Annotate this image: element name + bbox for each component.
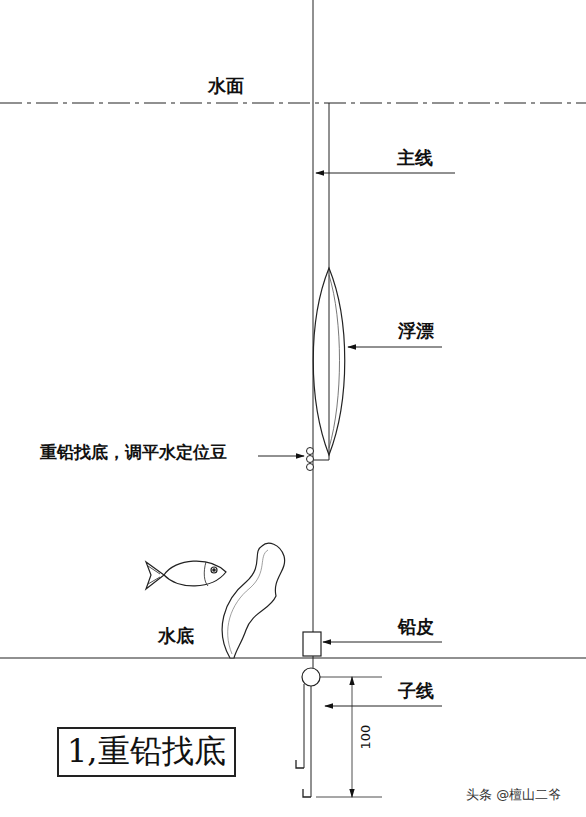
hook	[303, 789, 311, 797]
dimension-line	[352, 677, 353, 797]
swivel	[302, 668, 320, 686]
title-text: 1,重铅找底	[67, 734, 226, 769]
water-bottom-line	[0, 657, 586, 658]
dimension-extension	[316, 797, 382, 798]
water-weed	[228, 550, 268, 654]
stop-bead	[307, 456, 314, 463]
stop-bead	[307, 464, 314, 471]
leader-line	[316, 173, 455, 174]
part-label: 子线	[398, 681, 434, 701]
float	[313, 268, 345, 455]
hook-line	[311, 686, 312, 797]
part-label: 重铅找底，调平水定位豆	[40, 443, 227, 462]
part-label: 主线	[397, 148, 433, 168]
part-label: 浮漂	[398, 321, 434, 341]
fish	[146, 561, 226, 589]
hook-line	[304, 684, 305, 768]
leader-line	[348, 347, 442, 348]
float-foot	[313, 460, 329, 461]
title-box: 1,重铅找底	[57, 727, 236, 777]
watermark: 头条 @檀山二爷	[466, 788, 561, 802]
part-label: 铅皮	[398, 617, 434, 637]
float-stem	[329, 103, 330, 460]
main-line	[313, 0, 314, 632]
water-weed	[222, 543, 285, 658]
leader-line	[323, 642, 442, 643]
dimension-value: 100	[359, 725, 373, 750]
water-surface-label: 水面	[208, 76, 244, 96]
hook	[296, 760, 304, 768]
stop-bead	[307, 448, 314, 455]
lead-sheet	[303, 632, 321, 656]
leader-line	[258, 456, 304, 457]
water-surface-line	[0, 102, 586, 103]
water-bottom-label: 水底	[158, 626, 194, 646]
float-shade	[329, 275, 340, 448]
dimension-extension	[320, 677, 382, 678]
main-line	[313, 656, 314, 668]
leader-line	[325, 706, 442, 707]
